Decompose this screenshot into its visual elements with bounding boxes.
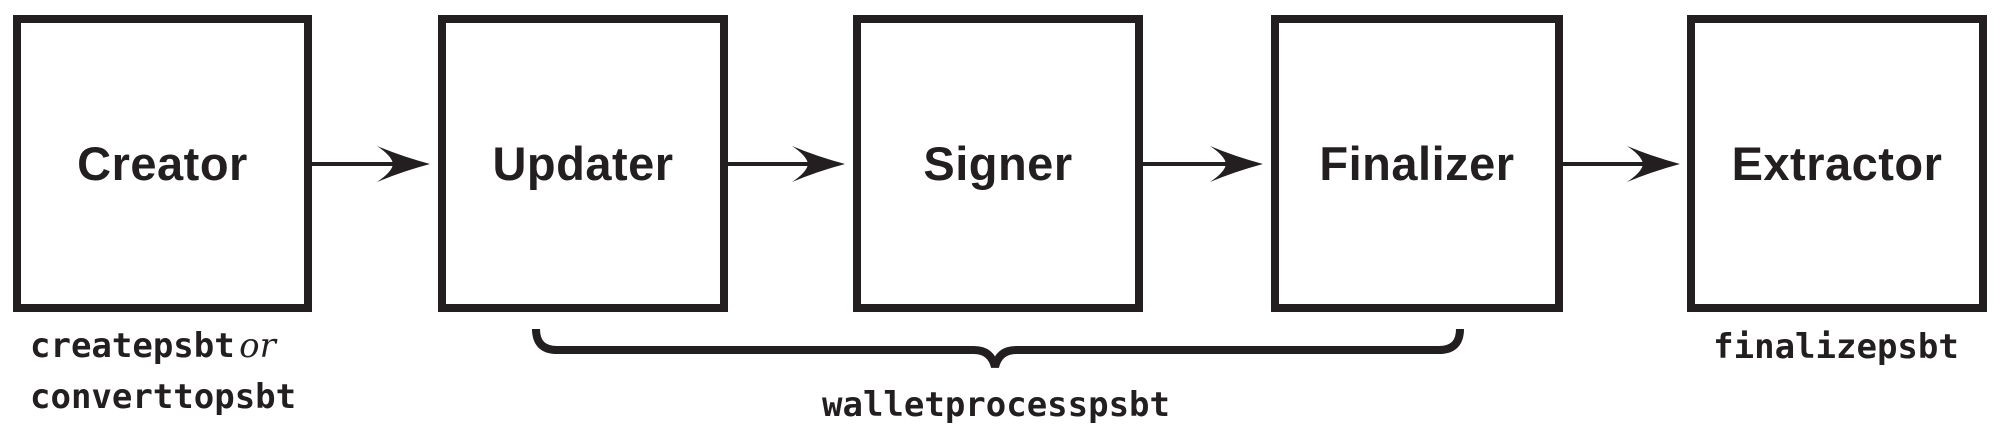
node-finalizer: Finalizer bbox=[1271, 15, 1563, 312]
node-updater-label: Updater bbox=[492, 137, 674, 190]
arrow-right-icon bbox=[1143, 146, 1263, 182]
node-creator-label: Creator bbox=[77, 137, 248, 190]
node-creator: Creator bbox=[13, 15, 312, 312]
node-extractor: Extractor bbox=[1687, 15, 1987, 312]
node-signer: Signer bbox=[853, 15, 1143, 312]
arrow-right-icon bbox=[728, 146, 845, 182]
curly-brace-icon bbox=[532, 328, 1464, 369]
finalizepsbt-command: finalizepsbt bbox=[1713, 327, 1959, 367]
creator-commands-label: createpsbt or converttopsbt bbox=[30, 324, 296, 426]
walletprocesspsbt-command: walletprocesspsbt bbox=[822, 385, 1170, 425]
creator-commands-line2: converttopsbt bbox=[30, 375, 296, 426]
createpsbt-command: createpsbt bbox=[30, 326, 235, 366]
arrow-right-icon bbox=[1563, 146, 1680, 182]
node-updater: Updater bbox=[438, 15, 728, 312]
node-extractor-label: Extractor bbox=[1731, 137, 1943, 190]
node-signer-label: Signer bbox=[923, 137, 1073, 190]
or-conjunction: or bbox=[239, 326, 276, 366]
node-finalizer-label: Finalizer bbox=[1319, 137, 1515, 190]
creator-commands-line1: createpsbt or bbox=[30, 324, 296, 375]
converttopsbt-command: converttopsbt bbox=[30, 377, 297, 417]
arrow-right-icon bbox=[312, 146, 430, 182]
